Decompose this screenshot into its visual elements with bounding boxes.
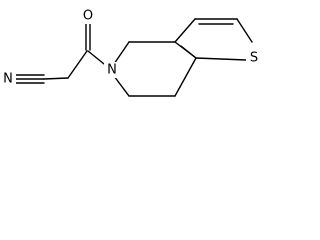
oxygen-atom-label: O — [83, 9, 93, 24]
ch2-bond — [43, 77, 69, 80]
sulfur-atom-label: S — [250, 51, 258, 66]
ring-bond-n-c4 — [113, 41, 130, 65]
thiophene-bond-c2-s — [236, 18, 253, 43]
nitrile-nitrogen-atom-label: N — [3, 72, 13, 87]
ring-bond-c7a-c7 — [174, 57, 197, 97]
oxygen-mask — [80, 8, 96, 24]
ring-nitrogen-atom-label: N — [107, 63, 117, 78]
ring-nitrogen-mask — [104, 62, 120, 78]
thiophene-bond-c3a-c3 — [174, 18, 196, 43]
chemical-structure-canvas: O N N S — [0, 0, 274, 111]
sulfur-mask — [246, 50, 262, 66]
ring-bond-c6-n — [113, 75, 130, 97]
acyl-bond — [67, 50, 88, 79]
thiophene-bond-c3a-c7a-inner — [180, 45, 197, 59]
chemical-structure: O N N S — [0, 8, 262, 97]
thiophene-bond-s-c7a — [195, 57, 247, 61]
nitrile-nitrogen-mask — [0, 71, 16, 87]
